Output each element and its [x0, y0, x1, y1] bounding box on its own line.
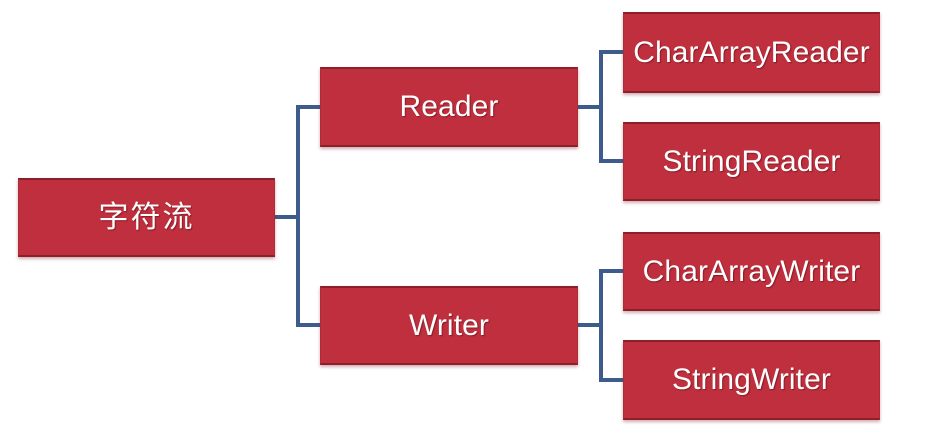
node-label-char-array-writer: CharArrayWriter [642, 254, 861, 288]
node-label-string-reader: StringReader [662, 144, 841, 178]
node-label-string-writer: StringWriter [671, 363, 831, 396]
node-label-char-array-reader: CharArrayReader [633, 35, 870, 69]
node-character-stream[interactable]: 字符流 [18, 178, 275, 257]
node-char-array-reader[interactable]: CharArrayReader [623, 12, 880, 93]
node-string-reader[interactable]: StringReader [623, 122, 880, 201]
node-label-writer: Writer [408, 308, 490, 342]
node-string-writer[interactable]: StringWriter [623, 340, 880, 420]
node-char-array-writer[interactable]: CharArrayWriter [623, 232, 880, 311]
node-label-character-stream: 字符流 [98, 200, 195, 234]
node-reader[interactable]: Reader [320, 67, 578, 147]
node-writer[interactable]: Writer [320, 286, 578, 365]
node-label-reader: Reader [399, 90, 499, 123]
